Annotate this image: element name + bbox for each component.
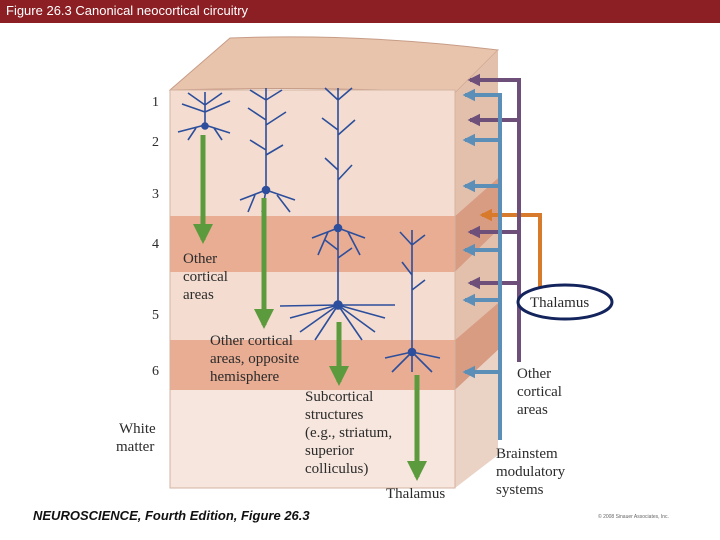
white-matter-label: White matter bbox=[116, 421, 156, 455]
output-arrows bbox=[193, 135, 427, 481]
svg-text:structures: structures bbox=[305, 407, 363, 423]
label-subcortical-output: Subcortical structures (e.g., striatum, … bbox=[305, 389, 392, 477]
svg-text:Other cortical: Other cortical bbox=[210, 333, 293, 349]
svg-text:Other: Other bbox=[183, 251, 217, 267]
layer-number-5: 5 bbox=[152, 308, 159, 323]
label-other-cortical-input: Other cortical areas bbox=[517, 366, 562, 418]
svg-text:areas: areas bbox=[517, 402, 548, 418]
svg-text:superior: superior bbox=[305, 443, 354, 459]
cortex-surface bbox=[168, 36, 500, 94]
svg-text:hemisphere: hemisphere bbox=[210, 369, 279, 385]
cortical-input bbox=[467, 73, 521, 362]
svg-text:matter: matter bbox=[116, 439, 154, 455]
svg-text:cortical: cortical bbox=[517, 384, 562, 400]
cortex-front-outline bbox=[169, 89, 456, 489]
svg-text:Brainstem: Brainstem bbox=[496, 446, 558, 462]
figure-title: Figure 26.3 Canonical neocortical circui… bbox=[6, 3, 249, 18]
svg-text:Other: Other bbox=[517, 366, 551, 382]
layer-4-band bbox=[170, 216, 455, 272]
label-opposite-hemisphere-output: Other cortical areas, opposite hemispher… bbox=[210, 333, 299, 385]
copyright-notice: © 2008 Sinauer Associates, Inc. bbox=[598, 514, 669, 520]
label-thalamus-output: Thalamus bbox=[386, 486, 445, 502]
neuron-layer-6 bbox=[384, 230, 441, 373]
thalamus-highlight bbox=[516, 283, 614, 321]
layer-number-2: 2 bbox=[152, 135, 159, 150]
brainstem-input bbox=[462, 88, 502, 440]
title-bar: Figure 26.3 Canonical neocortical circui… bbox=[0, 0, 720, 23]
neuron-layer-3-small bbox=[239, 88, 296, 213]
svg-text:White: White bbox=[119, 421, 156, 437]
neuron-layer-5 bbox=[279, 228, 395, 341]
svg-text:areas, opposite: areas, opposite bbox=[210, 351, 299, 367]
label-other-cortical-output: Other cortical areas bbox=[183, 251, 228, 303]
svg-text:cortical: cortical bbox=[183, 269, 228, 285]
figure-citation: NEUROSCIENCE, Fourth Edition, Figure 26.… bbox=[33, 508, 310, 523]
neuron-layer-2 bbox=[177, 92, 231, 141]
front-layers-1-3 bbox=[170, 90, 455, 216]
layer-number-4: 4 bbox=[152, 237, 159, 252]
layer-numbers: 1 2 3 4 5 6 bbox=[152, 95, 159, 379]
svg-text:modulatory: modulatory bbox=[496, 464, 566, 480]
svg-text:systems: systems bbox=[496, 482, 544, 498]
layer-6-band bbox=[170, 340, 455, 390]
svg-text:(e.g., striatum,: (e.g., striatum, bbox=[305, 425, 392, 441]
layer-number-6: 6 bbox=[152, 364, 159, 379]
svg-text:areas: areas bbox=[183, 287, 214, 303]
layer-number-1: 1 bbox=[152, 95, 159, 110]
svg-text:Subcortical: Subcortical bbox=[305, 389, 373, 405]
label-brainstem-input: Brainstem modulatory systems bbox=[496, 446, 566, 498]
layer-number-3: 3 bbox=[152, 187, 159, 202]
svg-text:colliculus): colliculus) bbox=[305, 461, 368, 477]
side-white-matter bbox=[455, 350, 498, 488]
label-thalamus-input: Thalamus bbox=[530, 295, 589, 311]
